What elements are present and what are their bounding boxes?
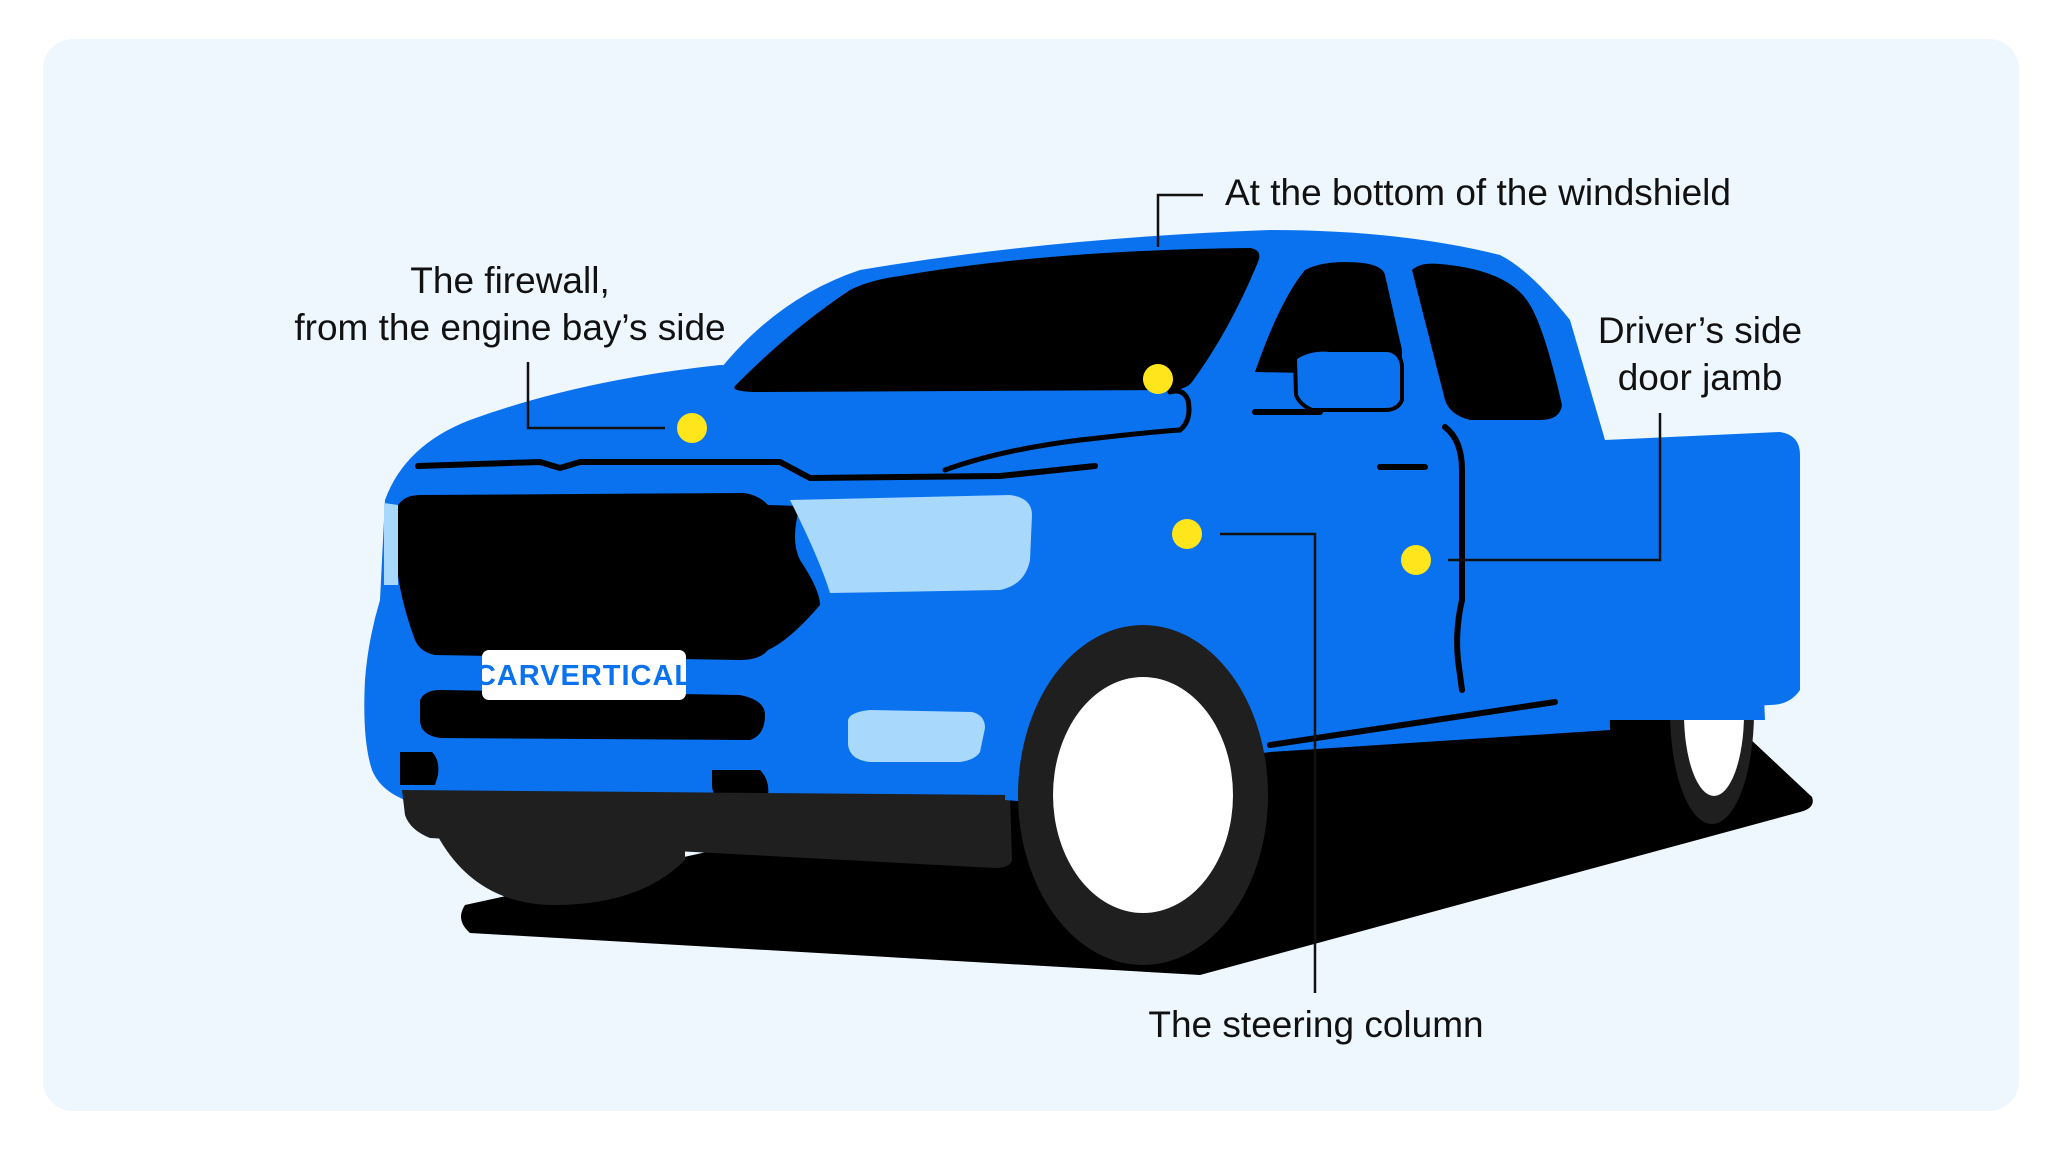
front-side-window — [1255, 262, 1402, 375]
marker-steering-column — [1172, 519, 1202, 549]
label-door-jamb-line2: door jamb — [1618, 357, 1783, 398]
rear-side-window — [1412, 263, 1562, 420]
headlight-left — [384, 503, 398, 585]
label-door-jamb-line1: Driver’s side — [1598, 310, 1802, 351]
hood-line — [415, 458, 1098, 482]
label-windshield: At the bottom of the windshield — [1225, 172, 1731, 213]
leader-line-steering-column — [1220, 532, 1317, 993]
fog-light — [848, 710, 985, 762]
marker-windshield — [1143, 364, 1173, 394]
grille — [395, 493, 820, 660]
windshield — [734, 248, 1260, 392]
right-vent — [712, 770, 769, 800]
leader-line-door-jamb — [1448, 413, 1662, 562]
front-bumper — [402, 790, 1012, 868]
left-vent — [400, 752, 439, 785]
label-firewall-line1: The firewall, — [410, 260, 609, 301]
leader-line-windshield — [1156, 193, 1203, 247]
rocker-line — [1267, 699, 1558, 748]
leader-line-firewall — [526, 362, 665, 430]
label-firewall-line2: from the engine bay’s side — [294, 307, 725, 348]
lower-intake — [420, 690, 765, 740]
side-mirror — [1252, 347, 1404, 415]
front-right-wheel — [1018, 625, 1268, 965]
headlight-right — [790, 495, 1032, 593]
carvertical-logo: CARVERTICAL — [475, 660, 693, 692]
marker-firewall — [677, 413, 707, 443]
marker-door-jamb — [1401, 545, 1431, 575]
license-plate: CARVERTICAL — [475, 650, 693, 700]
door-seam — [1442, 424, 1465, 693]
label-steering-column: The steering column — [1148, 1004, 1483, 1045]
rear-wheel-arch — [1605, 553, 1765, 720]
fender-line — [942, 388, 1192, 473]
